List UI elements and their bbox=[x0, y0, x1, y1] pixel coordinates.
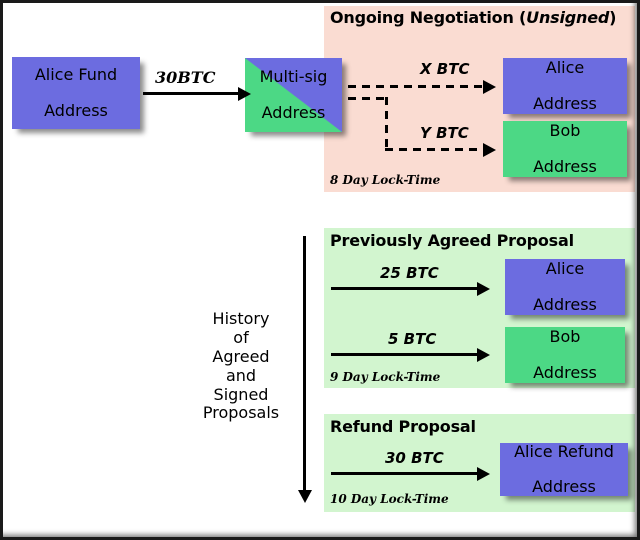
funding-arrow-label: 30BTC bbox=[155, 68, 216, 87]
refund-30btc-label: 30 BTC bbox=[385, 449, 444, 467]
agreed-bob-line1: Bob bbox=[549, 327, 581, 347]
ongoing-title-paren: ) bbox=[609, 8, 617, 27]
history-timeline-arrow-head bbox=[298, 490, 312, 503]
agreed-25btc-arrow-head bbox=[477, 282, 490, 296]
agreed-25btc-arrow-line bbox=[331, 287, 479, 290]
alice-fund-line1: Alice Fund bbox=[34, 65, 118, 85]
ongoing-lock-time: 8 Day Lock-Time bbox=[330, 173, 441, 187]
agreed-bob-address-box[interactable]: Bob Address bbox=[505, 327, 625, 383]
agreed-5btc-label: 5 BTC bbox=[388, 330, 437, 348]
ongoing-title-text: Ongoing Negotiation ( bbox=[330, 8, 527, 27]
refund-alice-line1: Alice Refund bbox=[514, 441, 614, 461]
refund-30btc-arrow-line bbox=[331, 472, 479, 475]
funding-arrow-line bbox=[143, 92, 241, 95]
refund-alice-address-box[interactable]: Alice Refund Address bbox=[500, 441, 628, 497]
funding-arrow-head bbox=[238, 87, 251, 101]
agreed-alice-line1: Alice bbox=[545, 259, 585, 279]
ongoing-alice-line2: Address bbox=[533, 93, 597, 113]
multisig-address-box[interactable]: Multi-sig Address bbox=[245, 58, 342, 132]
ongoing-x-btc-label: X BTC bbox=[420, 60, 470, 78]
ongoing-y-btc-arrow-head bbox=[483, 142, 496, 157]
ongoing-x-btc-arrow-head bbox=[483, 79, 496, 94]
ongoing-x-btc-arrow-line bbox=[348, 85, 485, 88]
ongoing-alice-line1: Alice bbox=[545, 58, 585, 78]
agreed-alice-address-box[interactable]: Alice Address bbox=[505, 259, 625, 315]
agreed-5btc-arrow-head bbox=[477, 348, 490, 362]
refund-lock-time: 10 Day Lock-Time bbox=[330, 492, 449, 506]
ongoing-title-unsigned: Unsigned bbox=[526, 8, 610, 27]
ongoing-negotiation-title: Ongoing Negotiation (Unsigned) bbox=[330, 8, 616, 27]
agreed-bob-line2: Address bbox=[533, 362, 597, 382]
agreed-lock-time: 9 Day Lock-Time bbox=[330, 370, 441, 384]
agreed-5btc-arrow-line bbox=[331, 353, 479, 356]
ongoing-y-btc-arrow-line bbox=[385, 148, 485, 151]
history-timeline-line bbox=[303, 236, 306, 494]
ongoing-bob-address-box[interactable]: Bob Address bbox=[503, 121, 627, 177]
ongoing-bob-line1: Bob bbox=[549, 121, 581, 141]
refund-30btc-arrow-head bbox=[477, 467, 490, 481]
agreed-alice-line2: Address bbox=[533, 294, 597, 314]
multisig-line2: Address bbox=[261, 102, 326, 122]
ongoing-bob-line2: Address bbox=[533, 156, 597, 176]
agreed-proposal-title: Previously Agreed Proposal bbox=[330, 231, 574, 250]
alice-fund-address-box[interactable]: Alice Fund Address bbox=[12, 57, 140, 129]
ongoing-y-btc-label: Y BTC bbox=[420, 124, 469, 142]
agreed-25btc-label: 25 BTC bbox=[380, 264, 439, 282]
history-caption: History of Agreed and Signed Proposals bbox=[202, 309, 280, 423]
multisig-line1: Multi-sig bbox=[259, 67, 328, 87]
alice-fund-line2: Address bbox=[44, 100, 108, 120]
ongoing-y-btc-arrow-stub bbox=[348, 97, 388, 100]
ongoing-alice-address-box[interactable]: Alice Address bbox=[503, 58, 627, 114]
refund-proposal-title: Refund Proposal bbox=[330, 417, 476, 436]
ongoing-y-btc-arrow-drop bbox=[385, 97, 388, 149]
refund-alice-line2: Address bbox=[532, 477, 596, 497]
